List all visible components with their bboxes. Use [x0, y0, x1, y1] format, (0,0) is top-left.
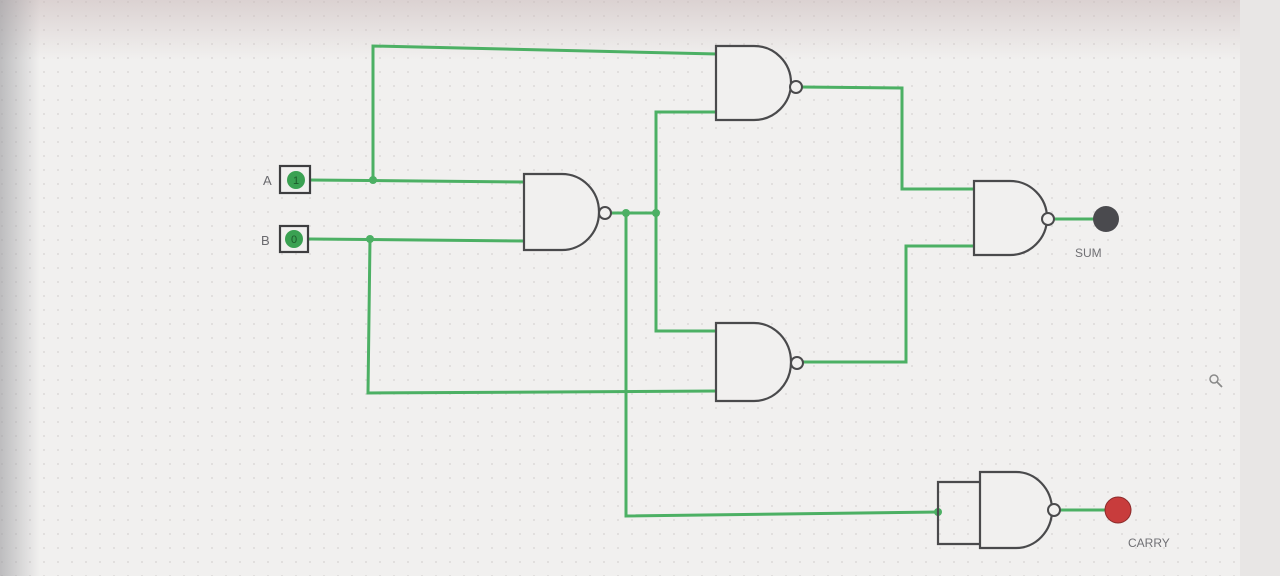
- input-label-a: A: [263, 173, 272, 188]
- input-label-b: B: [261, 233, 270, 248]
- output-probe-carry[interactable]: CARRY: [1104, 496, 1170, 550]
- nand-gate-carry[interactable]: [936, 470, 1061, 550]
- input-pin-b[interactable]: B 0: [261, 224, 310, 254]
- input-value-a: 1: [293, 175, 299, 187]
- output-probe-sum[interactable]: SUM: [1075, 206, 1119, 260]
- wire-nand1-to-carry[interactable]: [624, 211, 940, 518]
- wire-b-input[interactable]: [308, 237, 526, 243]
- wire-nand1-to-upper[interactable]: [654, 110, 718, 215]
- nand-gate-upper[interactable]: [714, 44, 803, 122]
- wire-nand1-to-lower[interactable]: [654, 211, 718, 333]
- carry-led: [1104, 496, 1132, 524]
- junction-nand1-b: [652, 209, 660, 217]
- magnifier-icon[interactable]: [1209, 374, 1223, 388]
- nand-gate-lower[interactable]: [714, 321, 804, 403]
- wire-b-to-lower-nand[interactable]: [366, 237, 718, 395]
- wires: [308, 44, 1110, 518]
- junction-b: [366, 235, 374, 243]
- input-value-b: 0: [291, 234, 297, 246]
- junction-a: [369, 176, 377, 184]
- sum-led: [1093, 206, 1119, 232]
- wire-upper-to-sum[interactable]: [800, 85, 976, 191]
- output-label-sum: SUM: [1075, 246, 1102, 260]
- wire-a-input[interactable]: [308, 178, 526, 184]
- nand-gate-input[interactable]: [522, 172, 612, 252]
- nand-gate-sum[interactable]: [972, 179, 1055, 257]
- junction-nand1-a: [622, 209, 630, 217]
- output-label-carry: CARRY: [1128, 536, 1170, 550]
- right-panel-edge: [1240, 0, 1280, 576]
- wire-a-to-upper-nand[interactable]: [371, 44, 718, 182]
- wire-lower-to-sum[interactable]: [802, 244, 976, 364]
- input-pin-a[interactable]: A 1: [263, 164, 312, 195]
